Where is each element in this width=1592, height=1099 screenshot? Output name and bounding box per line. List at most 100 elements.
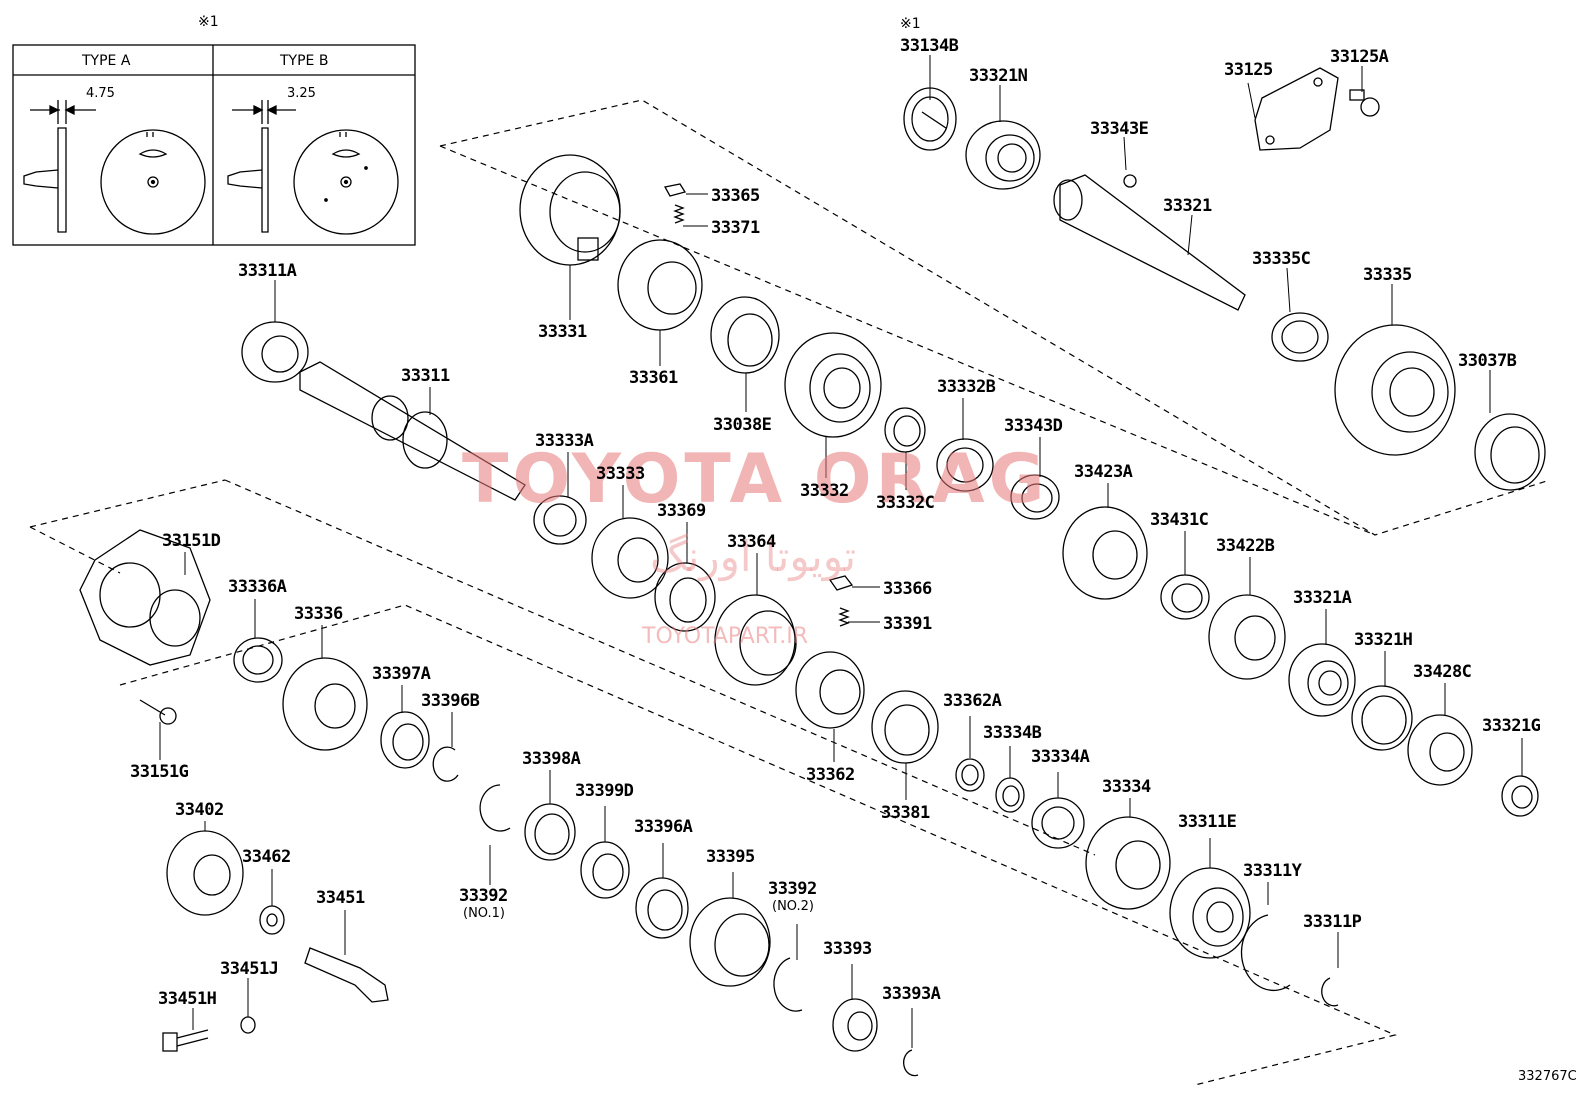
part-label-33038E[interactable]: 33038E — [713, 415, 772, 435]
part-label-33334[interactable]: 33334 — [1102, 777, 1151, 797]
part-label-33321[interactable]: 33321 — [1163, 196, 1212, 216]
part-33451-drawing — [304, 947, 389, 1003]
part-label-33335[interactable]: 33335 — [1363, 265, 1412, 285]
part-label-33311E[interactable]: 33311E — [1178, 812, 1237, 832]
part-label-33362[interactable]: 33362 — [806, 765, 855, 785]
part-33151G-drawing — [139, 699, 177, 725]
top-mark: ※1 — [900, 16, 921, 32]
part-33332C-drawing — [884, 407, 926, 453]
part-33423A-drawing — [1062, 506, 1148, 600]
part-33422B-drawing — [1208, 594, 1286, 680]
part-33037B-drawing — [1474, 413, 1546, 491]
part-33366-drawing — [828, 575, 854, 591]
part-label-33381[interactable]: 33381 — [881, 803, 930, 823]
part-label-33336[interactable]: 33336 — [294, 604, 343, 624]
part-label-33371[interactable]: 33371 — [711, 218, 760, 238]
part-label-33423A[interactable]: 33423A — [1074, 462, 1133, 482]
part-label-33331[interactable]: 33331 — [538, 322, 587, 342]
part-label-33398A[interactable]: 33398A — [522, 749, 581, 769]
part-33381-drawing — [871, 690, 939, 764]
part-label-33364[interactable]: 33364 — [727, 532, 776, 552]
part-note-33392-no2: (NO.2) — [772, 899, 814, 914]
part-label-33125[interactable]: 33125 — [1224, 60, 1273, 80]
part-33321G-drawing — [1501, 775, 1539, 817]
part-label-33451H[interactable]: 33451H — [158, 989, 217, 1009]
part-33311E-drawing — [1169, 867, 1251, 959]
part-label-33125A[interactable]: 33125A — [1330, 47, 1389, 67]
part-label-33451[interactable]: 33451 — [316, 888, 365, 908]
part-33391-drawing — [838, 607, 850, 627]
part-33336A-drawing — [233, 637, 283, 683]
part-label-33431C[interactable]: 33431C — [1150, 510, 1209, 530]
part-label-33343D[interactable]: 33343D — [1004, 416, 1063, 436]
part-33311P-drawing — [1321, 977, 1339, 1007]
part-33334A-drawing — [1031, 797, 1085, 849]
part-33335-drawing — [1334, 324, 1456, 456]
part-label-33333A[interactable]: 33333A — [535, 431, 594, 451]
part-33393-drawing — [832, 998, 878, 1052]
part-label-33369[interactable]: 33369 — [657, 501, 706, 521]
part-33333-drawing — [591, 517, 669, 599]
inset-type-a-title: TYPE A — [82, 53, 131, 69]
part-label-33151G[interactable]: 33151G — [130, 762, 189, 782]
part-label-33392-no2[interactable]: 33392 — [768, 879, 817, 899]
part-label-33399D[interactable]: 33399D — [575, 781, 634, 801]
inset-type-b-title: TYPE B — [280, 53, 329, 69]
part-label-33321A[interactable]: 33321A — [1293, 588, 1352, 608]
part-33125-drawing — [1254, 67, 1339, 151]
part-33451J-drawing — [240, 1016, 256, 1034]
part-label-33336A[interactable]: 33336A — [228, 577, 287, 597]
part-33361-drawing — [617, 239, 703, 331]
part-label-33134B[interactable]: 33134B — [900, 36, 959, 56]
part-label-33333[interactable]: 33333 — [596, 464, 645, 484]
part-label-33396B[interactable]: 33396B — [421, 691, 480, 711]
part-33393A-drawing — [903, 1049, 919, 1077]
part-label-33362A[interactable]: 33362A — [943, 691, 1002, 711]
part-label-33428C[interactable]: 33428C — [1413, 662, 1472, 682]
part-label-33393A[interactable]: 33393A — [882, 984, 941, 1004]
part-33334B-drawing — [995, 777, 1025, 813]
part-label-33422B[interactable]: 33422B — [1216, 536, 1275, 556]
inset-mark: ※1 — [198, 14, 219, 30]
part-label-33451J[interactable]: 33451J — [220, 959, 279, 979]
part-33362A-drawing — [955, 758, 985, 792]
part-33397A-drawing — [380, 711, 430, 769]
part-label-33311P[interactable]: 33311P — [1303, 912, 1362, 932]
part-label-33311[interactable]: 33311 — [401, 366, 450, 386]
part-33396B-drawing — [432, 746, 459, 782]
part-label-33335C[interactable]: 33335C — [1252, 249, 1311, 269]
inset-type-a-dimension: 4.75 — [86, 86, 115, 101]
part-label-33391[interactable]: 33391 — [883, 614, 932, 634]
leader-lines — [159, 55, 1523, 1048]
part-label-33462[interactable]: 33462 — [242, 847, 291, 867]
part-33332B-drawing — [936, 438, 994, 492]
part-label-33395[interactable]: 33395 — [706, 847, 755, 867]
part-label-33332B[interactable]: 33332B — [937, 377, 996, 397]
part-label-33311Y[interactable]: 33311Y — [1243, 861, 1302, 881]
part-label-33334B[interactable]: 33334B — [983, 723, 1042, 743]
part-label-33332[interactable]: 33332 — [800, 481, 849, 501]
watermark-farsi: تویوتا اورنگ — [650, 532, 857, 581]
part-label-33321G[interactable]: 33321G — [1482, 716, 1541, 736]
part-33343E-drawing — [1123, 174, 1137, 188]
part-label-33397A[interactable]: 33397A — [372, 664, 431, 684]
part-label-33334A[interactable]: 33334A — [1031, 747, 1090, 767]
part-label-33365[interactable]: 33365 — [711, 186, 760, 206]
part-label-33393[interactable]: 33393 — [823, 939, 872, 959]
part-label-33321N[interactable]: 33321N — [969, 66, 1028, 86]
part-label-33321H[interactable]: 33321H — [1354, 630, 1413, 650]
watermark-url: TOYOTAPART.IR — [642, 624, 809, 649]
part-label-33037B[interactable]: 33037B — [1458, 351, 1517, 371]
part-label-33402[interactable]: 33402 — [175, 800, 224, 820]
part-label-33361[interactable]: 33361 — [629, 368, 678, 388]
part-33364-drawing — [714, 594, 797, 686]
part-label-33343E[interactable]: 33343E — [1090, 119, 1149, 139]
part-label-33151D[interactable]: 33151D — [162, 531, 221, 551]
part-33428C-drawing — [1407, 714, 1473, 786]
part-label-33311A[interactable]: 33311A — [238, 261, 297, 281]
part-label-33392-no1[interactable]: 33392 — [459, 886, 508, 906]
part-label-33332C[interactable]: 33332C — [876, 493, 935, 513]
part-label-33396A[interactable]: 33396A — [634, 817, 693, 837]
part-label-33366[interactable]: 33366 — [883, 579, 932, 599]
part-33402-drawing — [166, 830, 244, 916]
